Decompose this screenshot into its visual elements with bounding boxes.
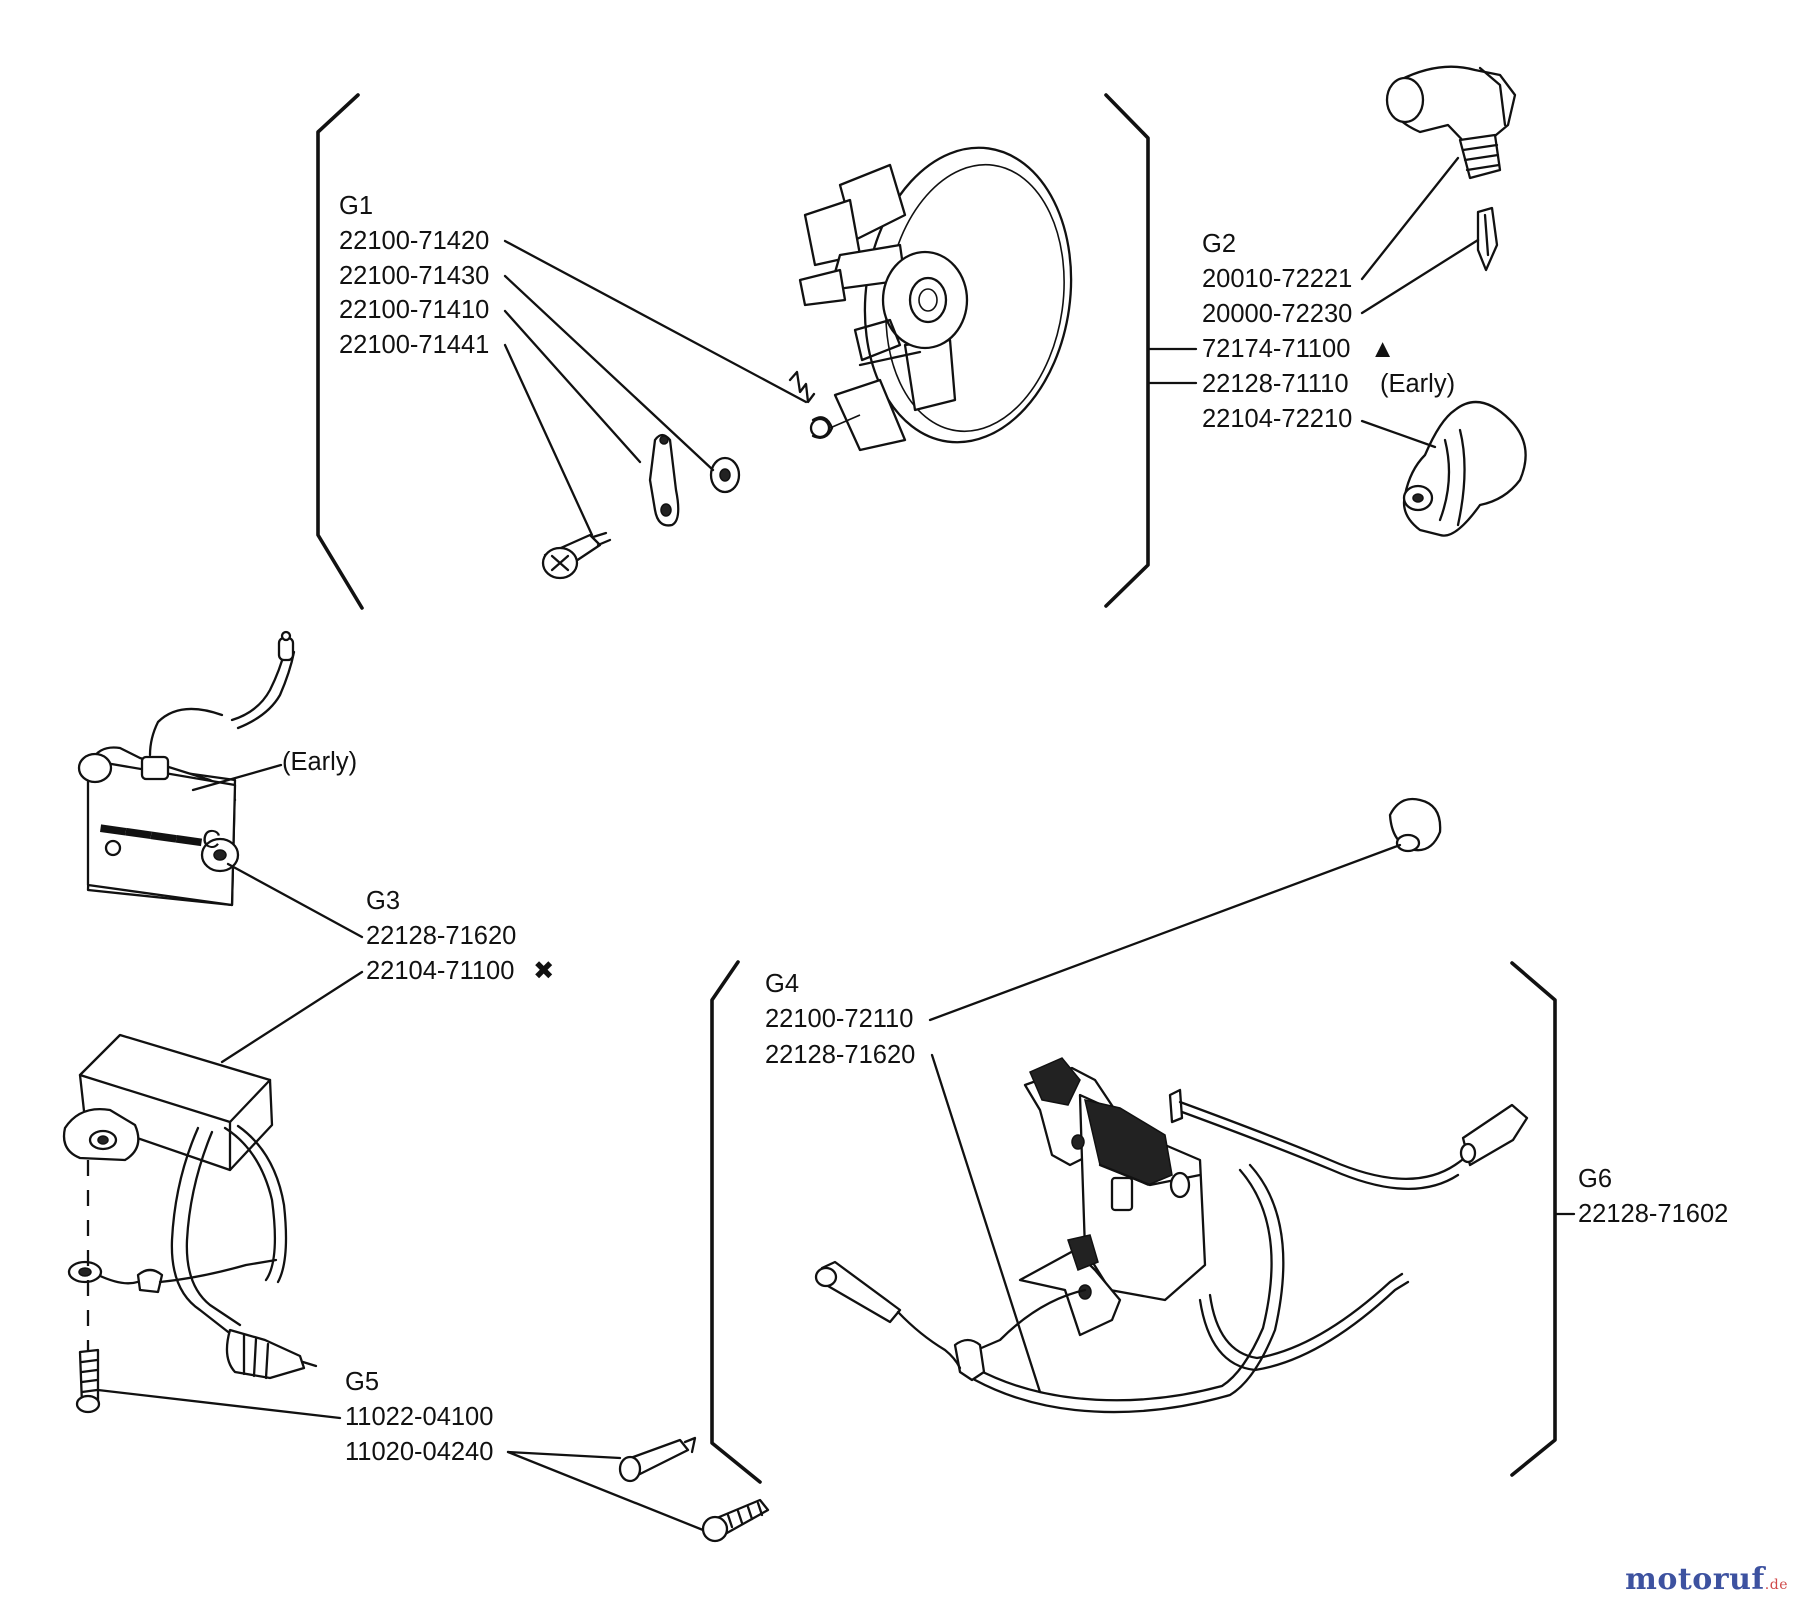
g4-label: G4 bbox=[765, 970, 799, 998]
g2-part-3: 72174-71100 bbox=[1202, 335, 1350, 363]
g3-part-2: 22104-71100 bbox=[366, 957, 514, 985]
spark-plug-cap-drawing bbox=[1385, 65, 1517, 180]
g1-leader-lines bbox=[503, 239, 808, 537]
g2-early-note: (Early) bbox=[1380, 370, 1455, 398]
watermark-main: motoruf bbox=[1625, 1562, 1765, 1597]
ignition-coil-drawing bbox=[62, 1033, 318, 1380]
g2-part-4: 22128-71110 bbox=[1202, 370, 1349, 398]
motoruf-watermark: motoruf.de bbox=[1625, 1562, 1788, 1597]
ignition-module-assembly-drawing bbox=[814, 1057, 1529, 1414]
watermark-tld: .de bbox=[1764, 1577, 1788, 1593]
g5-label: G5 bbox=[345, 1368, 379, 1396]
g2-marker-triangle: ▲ bbox=[1370, 335, 1395, 363]
terminal-clip-drawing bbox=[1476, 206, 1499, 272]
coil-screw-drawing bbox=[75, 1348, 101, 1414]
g5-part-1: 11022-04100 bbox=[345, 1403, 493, 1431]
g3-leader-lines bbox=[191, 763, 364, 1064]
g6-label: G6 bbox=[1578, 1165, 1612, 1193]
pawl-spring-drawing bbox=[788, 370, 861, 439]
boot-cover-drawing bbox=[1402, 400, 1527, 537]
g1-bracket-left bbox=[316, 93, 364, 610]
g1-part-2: 22100-71430 bbox=[339, 262, 489, 290]
pawl-screw-drawing bbox=[541, 531, 612, 580]
g3-marker-cross: ✖ bbox=[533, 957, 554, 985]
g5-part-2: 11020-04240 bbox=[345, 1438, 493, 1466]
g1-part-1: 22100-71420 bbox=[339, 227, 489, 255]
g2-part-5: 22104-72210 bbox=[1202, 405, 1352, 433]
g1-part-3: 22100-71410 bbox=[339, 296, 489, 324]
g3-part-1: 22128-71620 bbox=[366, 922, 516, 950]
bolt-drawing-2 bbox=[701, 1498, 770, 1543]
g2-leader-lines bbox=[1146, 156, 1480, 449]
pawl-drawing bbox=[648, 433, 680, 527]
early-ignition-module-drawing: ▬▬▬▬C bbox=[77, 630, 296, 907]
g3-label: G3 bbox=[366, 887, 400, 915]
g6-bracket-right bbox=[1510, 961, 1557, 1477]
g1-part-4: 22100-71441 bbox=[339, 331, 489, 359]
g2-label: G2 bbox=[1202, 230, 1236, 258]
g1-label: G1 bbox=[339, 192, 373, 220]
g3-early-note: (Early) bbox=[282, 748, 357, 776]
g6-part-1: 22128-71602 bbox=[1578, 1200, 1728, 1228]
g4-part-1: 22100-72110 bbox=[765, 1005, 913, 1033]
grommet-drawing bbox=[1388, 797, 1442, 853]
g2-part-1: 20010-72221 bbox=[1202, 265, 1352, 293]
g5-leader-lines bbox=[96, 1388, 710, 1534]
g2-part-2: 20000-72230 bbox=[1202, 300, 1352, 328]
flywheel-drawing bbox=[798, 146, 1073, 452]
g4-bracket-left bbox=[710, 960, 762, 1484]
g4-leader-lines bbox=[928, 843, 1402, 1394]
g4-part-2: 22128-71620 bbox=[765, 1041, 915, 1069]
washer-drawing bbox=[709, 456, 741, 494]
g1-bracket-right bbox=[1104, 93, 1150, 608]
bolt-drawing-1 bbox=[618, 1436, 697, 1483]
